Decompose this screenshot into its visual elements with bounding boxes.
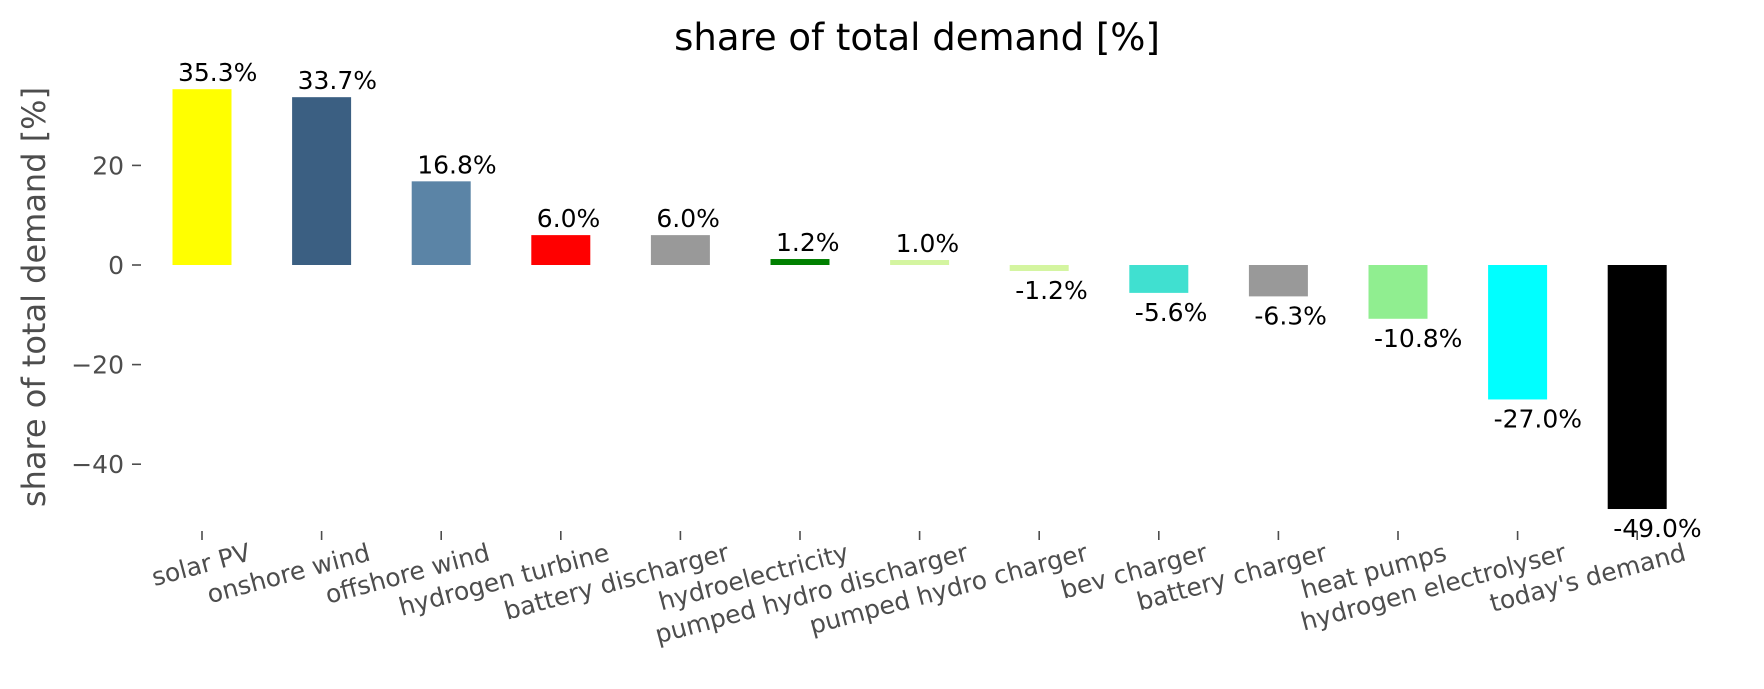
y-tick-label: −20 [71, 351, 124, 380]
data-label: 6.0% [656, 204, 720, 233]
bar [1009, 265, 1069, 271]
data-label: 1.2% [776, 228, 840, 257]
data-label: -6.3% [1254, 301, 1327, 330]
bar [650, 235, 710, 265]
bars [172, 89, 1667, 510]
data-label: 16.8% [417, 150, 496, 179]
y-axis: −40 −20 0 20 [71, 151, 141, 479]
bar [411, 181, 471, 265]
bar [172, 89, 232, 266]
data-label: -49.0% [1613, 514, 1701, 543]
data-label: 35.3% [178, 58, 257, 87]
bar [770, 259, 830, 265]
y-axis-label: share of total demand [%] [15, 87, 53, 507]
y-tick-label: 0 [108, 251, 124, 280]
bar [292, 97, 352, 265]
bar [1129, 265, 1189, 293]
data-label: -5.6% [1135, 298, 1208, 327]
y-tick-label: 20 [92, 151, 124, 180]
data-label: -10.8% [1374, 324, 1462, 353]
data-label: 6.0% [537, 204, 601, 233]
data-label: -27.0% [1494, 404, 1582, 433]
bar [1488, 265, 1548, 400]
bar [531, 235, 591, 265]
bar [1607, 265, 1667, 510]
data-label: 33.7% [298, 66, 377, 95]
bar [890, 260, 950, 265]
bar [1368, 265, 1428, 319]
y-tick-label: −40 [71, 450, 124, 479]
bar [1248, 265, 1308, 297]
data-label: 1.0% [896, 229, 960, 258]
data-label: -1.2% [1015, 276, 1088, 305]
chart-title: share of total demand [%] [674, 16, 1160, 59]
data-labels: 35.3% 33.7% 16.8% 6.0% 6.0% 1.2% 1.0% -1.2% -5.6… [178, 58, 1702, 543]
